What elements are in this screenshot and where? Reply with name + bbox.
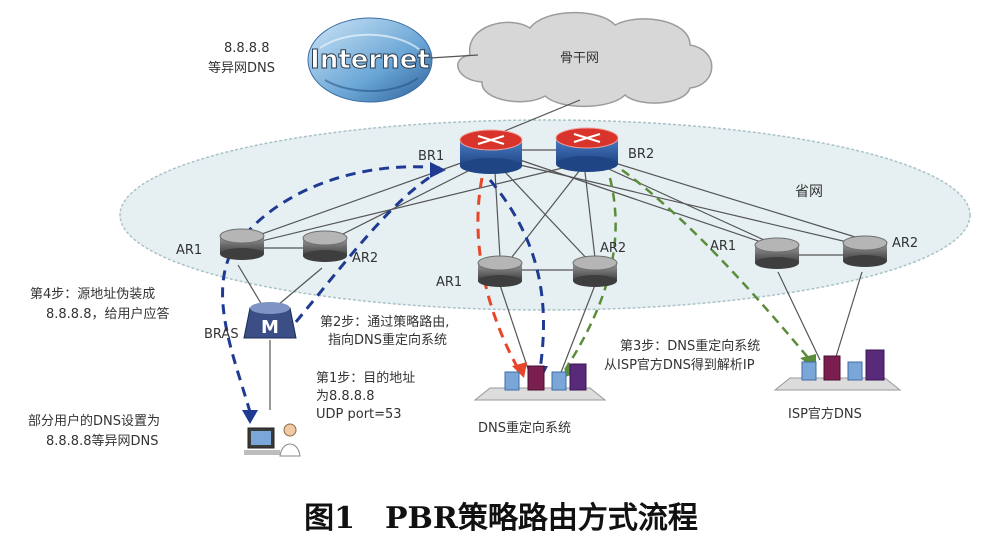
router-br1-label: BR1	[418, 149, 444, 164]
bras-label: BRAS	[204, 327, 239, 342]
internet-dns-address: 8.8.8.8	[224, 41, 269, 56]
step3-text-line2: 从ISP官方DNS得到解析IP	[604, 357, 755, 373]
router-ar1-right-label: AR1	[710, 239, 736, 254]
internet-dns-desc: 等异网DNS	[208, 60, 275, 76]
bras-device-letter: M	[261, 317, 279, 338]
router-ar1-center-label: AR1	[436, 275, 462, 290]
step2-text-line2: 指向DNS重定向系统	[328, 332, 447, 348]
bras-device-icon	[243, 302, 297, 339]
dns-redirect-system-label: DNS重定向系统	[478, 420, 571, 436]
router-ar2-left-label: AR2	[352, 251, 378, 266]
green-path-isp	[621, 168, 811, 361]
router-ar2-center-icon	[572, 255, 618, 287]
step4-text-line2: 8.8.8.8，给用户应答	[46, 306, 169, 322]
arrow-head	[242, 410, 258, 424]
router-br1-icon	[459, 129, 523, 174]
province-network-label: 省网	[795, 184, 823, 200]
isp-official-dns-icon	[773, 349, 902, 391]
dns-redirect-system-icon	[473, 363, 607, 401]
router-br2-label: BR2	[628, 147, 654, 162]
blue-path-step4	[221, 165, 441, 413]
router-ar2-left-icon	[302, 230, 348, 262]
user-dns-setting-line2: 8.8.8.8等异网DNS	[46, 433, 158, 449]
step4-text-line1: 第4步：源地址伪装成	[30, 287, 155, 302]
user-workstation-icon	[244, 423, 301, 457]
arrow-head	[512, 362, 527, 378]
isp-official-dns-label: ISP官方DNS	[788, 406, 862, 422]
router-ar1-right-icon	[754, 237, 800, 269]
router-ar1-left-label: AR1	[176, 243, 202, 258]
backbone-label: 骨干网	[560, 51, 599, 66]
blue-path-to-redirect	[488, 179, 545, 371]
router-ar2-center-label: AR2	[600, 241, 626, 256]
router-ar2-right-icon	[842, 235, 888, 267]
step3-text-line1: 第3步：DNS重定向系统	[620, 338, 760, 354]
router-ar2-right-label: AR2	[892, 236, 918, 251]
blue-path-step1	[283, 170, 439, 336]
step1-text-line3: UDP port=53	[316, 407, 402, 422]
internet-label: Internet	[310, 45, 430, 75]
router-ar1-center-icon	[477, 255, 523, 287]
step1-text-line2: 为8.8.8.8	[316, 389, 374, 404]
figure-caption: 图1 PBR策略路由方式流程	[304, 501, 698, 536]
step2-text-line1: 第2步：通过策略路由,	[320, 314, 449, 330]
router-br2-icon	[555, 127, 619, 172]
step1-text-line1: 第1步：目的地址	[316, 370, 415, 386]
user-dns-setting-line1: 部分用户的DNS设置为	[28, 413, 160, 429]
backbone-cloud	[457, 11, 713, 108]
internet-globe-icon	[307, 17, 433, 103]
router-ar1-left-icon	[219, 228, 265, 260]
arrow-head	[430, 162, 446, 178]
red-path	[476, 177, 522, 373]
